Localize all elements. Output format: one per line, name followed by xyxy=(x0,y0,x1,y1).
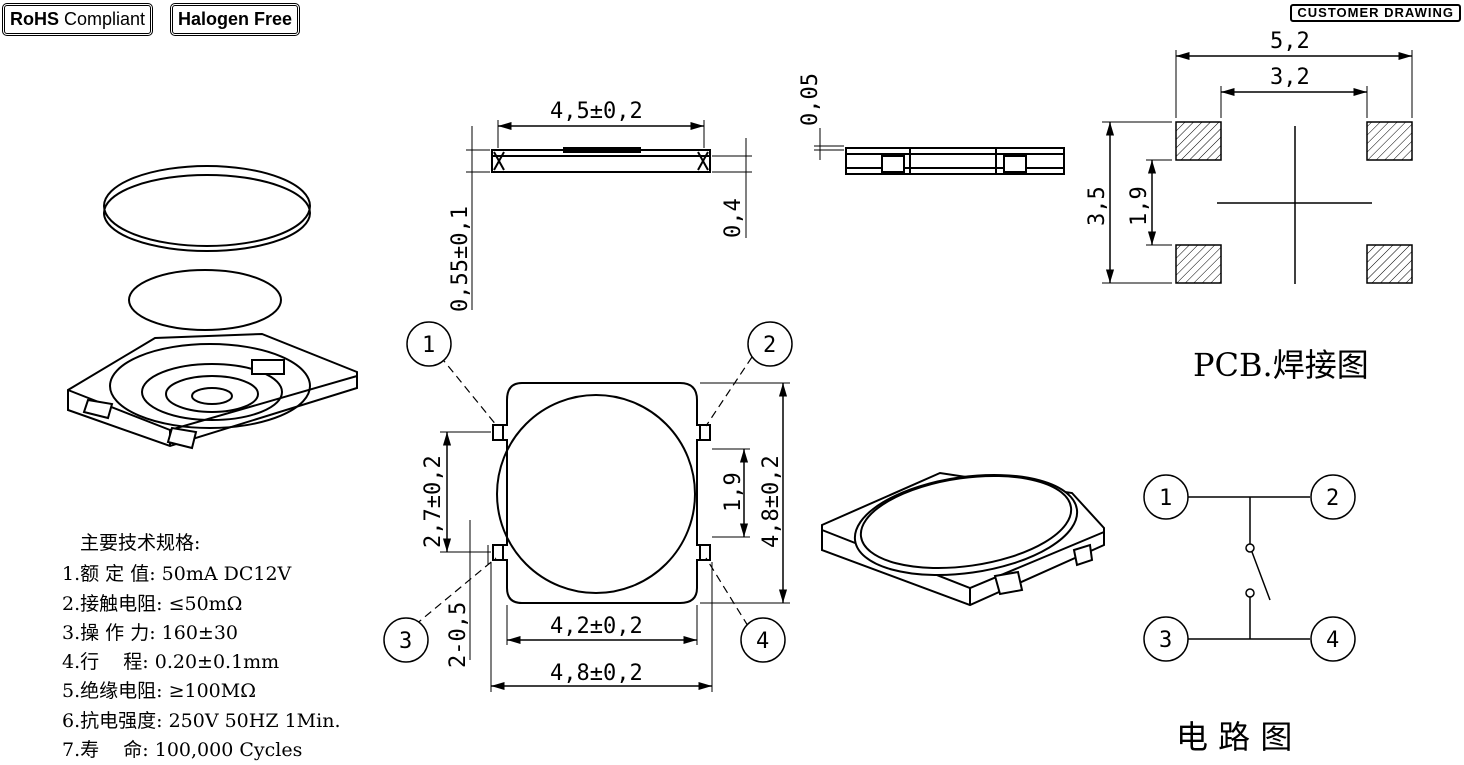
circuit-diagram-label: 电 路 图 xyxy=(1176,718,1293,756)
spec-line-6: 6.抗电强度: 250V 50HZ 1Min. xyxy=(62,710,341,732)
dim-top-height: 0,55±0,1 xyxy=(448,206,473,312)
dim-pcb-inner-h: 1,9 xyxy=(1127,186,1152,226)
pin-label-1: 1 xyxy=(422,333,435,358)
dim-main-pin-width: 2-0,5 xyxy=(446,602,471,668)
customer-drawing-label: CUSTOMER DRAWING xyxy=(1290,4,1461,22)
rohs-badge: RoHS Compliant xyxy=(2,3,154,36)
rohs-compliant-text: Compliant xyxy=(64,9,146,29)
dim-main-outer-w: 4,8±0,2 xyxy=(550,661,643,686)
assembled-view xyxy=(821,471,1105,607)
pin-label-4: 4 xyxy=(756,629,769,654)
circuit-pin-4 xyxy=(1310,616,1356,662)
circuit-pin-1 xyxy=(1143,474,1189,520)
pin-bubble-4 xyxy=(740,617,786,663)
pcb-footprint xyxy=(1102,50,1413,284)
dim-main-inner-h: 1,9 xyxy=(721,472,746,512)
pcb-layout-label: PCB.焊接图 xyxy=(1193,346,1369,384)
circuit-pin-label-2: 2 xyxy=(1326,486,1339,511)
dim-main-inner-w: 4,2±0,2 xyxy=(550,614,643,639)
dim-top-step: 0,4 xyxy=(721,198,746,238)
dim-pcb-inner-w: 3,2 xyxy=(1270,65,1310,90)
spec-line-7: 7.寿 命: 100,000 Cycles xyxy=(62,739,303,761)
main-top-view xyxy=(414,355,790,692)
specs-title: 主要技术规格: xyxy=(80,532,201,554)
rohs-bold-text: RoHS xyxy=(10,9,59,29)
pin-bubble-2 xyxy=(747,321,793,367)
circuit-pin-label-4: 4 xyxy=(1326,628,1339,653)
spec-line-5: 5.绝缘电阻: ≥100MΩ xyxy=(62,680,256,702)
dim-pcb-outer-h: 3,5 xyxy=(1085,186,1110,226)
circuit-pin-2 xyxy=(1310,474,1356,520)
pin-bubble-3 xyxy=(383,617,429,663)
circuit-pin-label-1: 1 xyxy=(1159,486,1172,511)
dim-main-pin-span: 2,7±0,2 xyxy=(421,455,446,548)
spec-line-3: 3.操 作 力: 160±30 xyxy=(62,622,239,644)
circuit-pin-label-3: 3 xyxy=(1159,628,1172,653)
circuit-diagram xyxy=(1143,474,1356,662)
pcb-pad-2 xyxy=(1366,121,1413,161)
pcb-pad-3 xyxy=(1175,244,1222,284)
spec-line-1: 1.额 定 值: 50mA DC12V xyxy=(62,563,292,585)
pin-label-2: 2 xyxy=(763,333,776,358)
dim-main-outer-h: 4,8±0,2 xyxy=(759,455,784,548)
halogen-free-badge: Halogen Free xyxy=(170,3,301,36)
dim-top-width: 4,5±0,2 xyxy=(550,99,643,124)
spec-line-2: 2.接触电阻: ≤50mΩ xyxy=(62,593,243,615)
dim-side-gap: 0,05 xyxy=(798,73,823,126)
spec-line-4: 4.行 程: 0.20±0.1mm xyxy=(62,651,280,673)
side-view-b xyxy=(814,128,1065,175)
pin-label-3: 3 xyxy=(399,629,412,654)
dim-pcb-outer-w: 5,2 xyxy=(1270,29,1310,54)
exploded-view xyxy=(67,165,358,450)
cover-film xyxy=(103,165,311,247)
dome-contact xyxy=(128,269,282,331)
pcb-pad-4 xyxy=(1366,244,1413,284)
circuit-pin-3 xyxy=(1143,616,1189,662)
side-view-a xyxy=(466,120,752,310)
pin-bubble-1 xyxy=(406,321,452,367)
pcb-pad-1 xyxy=(1175,121,1222,161)
